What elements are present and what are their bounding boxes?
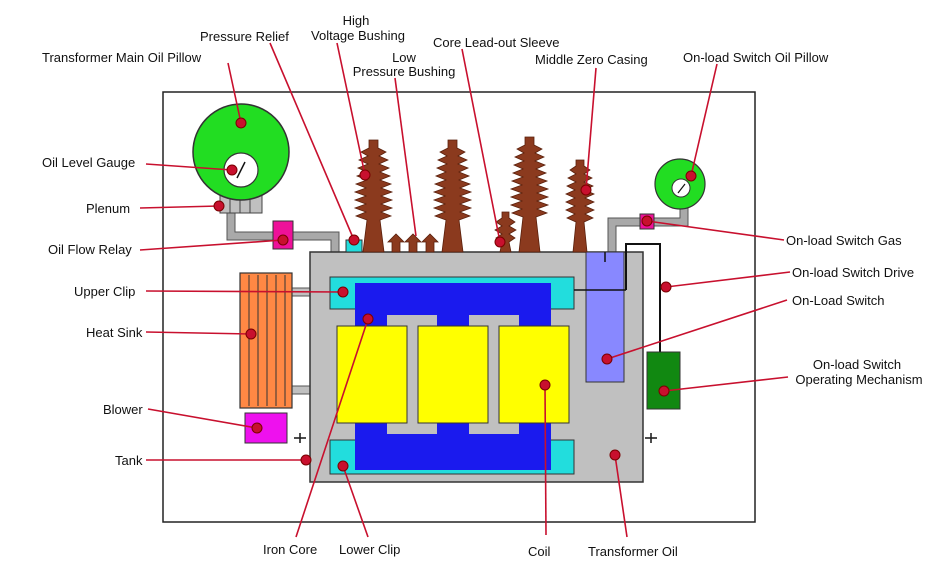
label-upper-clip: Upper Clip: [74, 284, 135, 299]
label-iron-core: Iron Core: [263, 542, 317, 557]
coil-3: [498, 325, 570, 424]
label-operating-mechanism-line2: Operating Mechanism: [795, 372, 922, 387]
coil-1: [336, 325, 408, 424]
operating-mechanism: [646, 351, 681, 410]
label-lv-bushing-line2: Pressure Bushing: [353, 64, 456, 79]
hv-bushing-2: [432, 139, 473, 253]
label-core-leadout-sleeve: Core Lead-out Sleeve: [433, 35, 559, 50]
label-tank: Tank: [115, 453, 143, 468]
label-coil: Coil: [528, 544, 551, 559]
label-operating-mechanism-line1: On-load Switch: [813, 357, 901, 372]
lv-bushings: [387, 233, 439, 253]
label-lower-clip: Lower Clip: [339, 542, 400, 557]
label-oil-level-gauge: Oil Level Gauge: [42, 155, 135, 170]
label-switch-oil-pillow: On-load Switch Oil Pillow: [683, 50, 829, 65]
label-switch-drive: On-load Switch Drive: [792, 265, 914, 280]
core-leadout-sleeve: [494, 211, 517, 253]
label-on-load-switch: On-Load Switch: [792, 293, 885, 308]
label-transformer-oil: Transformer Oil: [588, 544, 678, 559]
label-lv-bushing-line1: Low: [392, 50, 416, 65]
text-labels: Transformer Main Oil Pillow Pressure Rel…: [42, 13, 923, 559]
label-plenum: Plenum: [86, 201, 130, 216]
coil-2: [417, 325, 489, 424]
callout-dots: [213, 117, 697, 472]
leader-lines: [139, 42, 791, 538]
label-hv-bushing-line2: Voltage Bushing: [311, 28, 405, 43]
label-pressure-relief: Pressure Relief: [200, 29, 289, 44]
label-switch-gas: On-load Switch Gas: [786, 233, 902, 248]
main-oil-pillow: [192, 103, 290, 201]
label-oil-flow-relay: Oil Flow Relay: [48, 242, 132, 257]
switch-drive-shaft: [625, 243, 661, 352]
label-main-oil-pillow: Transformer Main Oil Pillow: [42, 50, 202, 65]
hv-bushing-3: [509, 136, 550, 253]
label-hv-bushing-line1: High: [343, 13, 370, 28]
label-middle-zero-casing: Middle Zero Casing: [535, 52, 648, 67]
blower: [244, 412, 288, 444]
label-blower: Blower: [103, 402, 143, 417]
label-heat-sink: Heat Sink: [86, 325, 143, 340]
